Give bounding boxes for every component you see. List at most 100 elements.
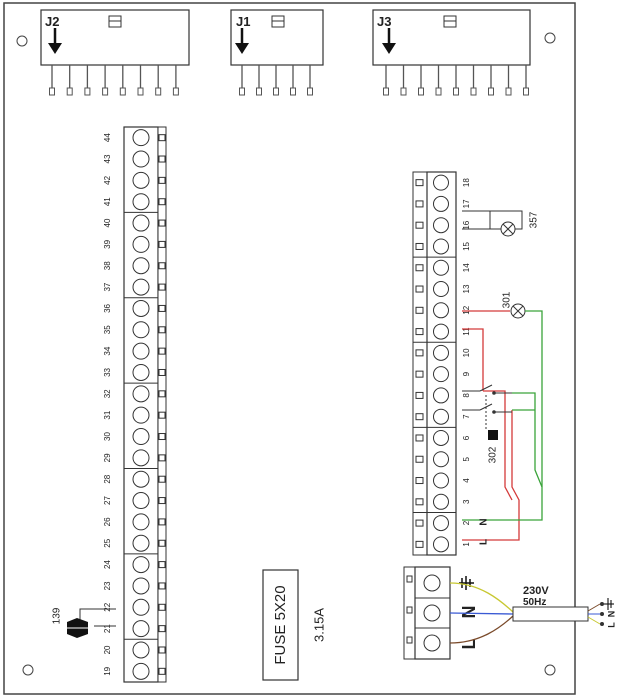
mounting-hole: [22, 664, 34, 676]
connector-pin-tip: [239, 87, 245, 96]
terminal-screw: [132, 342, 150, 360]
terminal-number: 30: [103, 432, 112, 441]
connector-pin-tip: [435, 87, 442, 96]
terminal-slot: [158, 283, 166, 291]
sensor-label: 139: [52, 607, 63, 624]
terminal-screw: [433, 281, 449, 298]
terminal-screw: [132, 171, 150, 189]
terminal-screw: [132, 299, 150, 317]
terminal-screw: [132, 662, 150, 680]
terminal-number: 19: [103, 666, 112, 675]
terminal-slot: [415, 179, 424, 187]
connector-pin-tip: [488, 87, 494, 96]
connector-pin-tip: [383, 87, 389, 96]
terminal-slot: [415, 477, 424, 485]
terminal-slot: [158, 326, 166, 334]
terminal-screw: [433, 429, 449, 446]
terminal-number: 35: [103, 325, 112, 334]
terminal-number: 8: [462, 393, 471, 398]
terminal-slot: [158, 518, 166, 526]
terminal-screw: [433, 408, 449, 425]
terminal-slot: [415, 328, 424, 336]
connector-pin-tip: [84, 87, 91, 96]
connector-label: J3: [377, 14, 391, 29]
terminal-number: 41: [103, 197, 112, 206]
connector-pin-tip: [273, 87, 279, 96]
connector-pin-tip: [470, 87, 477, 96]
cable-n-label: N: [606, 611, 616, 618]
connector-pin-tip: [307, 87, 313, 96]
lamp-301-label: 301: [502, 291, 513, 308]
terminal-screw: [132, 513, 150, 531]
terminal-slot: [158, 646, 166, 654]
connector-pin-tip: [155, 87, 162, 96]
terminal-slot: [158, 390, 166, 398]
power-n-symbol: N: [459, 606, 479, 619]
connector-pin-tip: [453, 87, 459, 96]
terminal-slot: [158, 539, 166, 547]
connector-pin-tip: [49, 87, 55, 96]
terminal-slot: [415, 306, 424, 314]
terminal-number: 13: [462, 284, 471, 293]
terminal-screw: [132, 470, 150, 488]
terminal-slot: [415, 285, 424, 293]
terminal-slot: [158, 582, 166, 590]
mounting-hole: [544, 664, 556, 676]
terminal-screw: [132, 235, 150, 253]
label-n: N: [479, 518, 490, 525]
terminal-screw: [132, 129, 150, 147]
terminal-slot: [158, 240, 166, 248]
connector-pin-tip: [66, 87, 73, 96]
terminal-screw: [433, 174, 449, 191]
terminal-slot: [158, 454, 166, 462]
terminal-screw: [433, 302, 449, 319]
terminal-number: 15: [462, 241, 471, 250]
terminal-slot: [415, 391, 424, 399]
connector-pins: [49, 65, 179, 96]
terminal-screw: [132, 598, 150, 616]
terminal-screw: [132, 406, 150, 424]
terminal-number: 20: [103, 645, 112, 654]
terminal-screw: [433, 259, 449, 276]
terminal-number: 43: [103, 154, 112, 163]
terminal-number: 27: [103, 496, 112, 505]
terminal-screw: [132, 385, 150, 403]
terminal-screw: [433, 387, 449, 404]
terminal-screw: [132, 363, 150, 381]
terminal-screw: [132, 641, 150, 659]
terminal-screw: [132, 321, 150, 339]
connector-j1: J1: [230, 9, 324, 96]
terminal-number: 6: [462, 435, 471, 440]
terminal-slot: [158, 433, 166, 441]
terminal-slot: [415, 349, 424, 357]
terminal-number: 40: [103, 218, 112, 227]
cable-l-label: L: [606, 622, 616, 628]
terminal-screw: [132, 278, 150, 296]
connector-pin-tip: [523, 87, 529, 96]
connector-pin-tip: [400, 87, 407, 96]
terminal-slot: [415, 519, 424, 527]
terminal-screw: [433, 515, 449, 532]
lamp-357: 357: [462, 210, 540, 237]
green-wire: [462, 392, 543, 521]
power-frequency: 50Hz: [523, 597, 546, 608]
connector-pin-tip: [418, 87, 424, 96]
terminal-number: 4: [462, 478, 471, 483]
terminal-slot: [158, 198, 166, 206]
fuse-label: FUSE 5X20: [272, 585, 289, 664]
terminal-number: 26: [103, 517, 112, 526]
terminal-screw: [132, 556, 150, 574]
connector-j2: J2: [40, 9, 190, 96]
connector-pin-tip: [505, 87, 512, 96]
terminal-screw: [433, 493, 449, 510]
terminal-number: 31: [103, 410, 112, 419]
terminal-screw: [132, 257, 150, 275]
terminal-screw: [433, 323, 449, 340]
terminal-screw: [132, 428, 150, 446]
sensor-139: 139: [52, 607, 116, 638]
terminal-screw: [132, 214, 150, 232]
terminal-slot: [158, 625, 166, 633]
terminal-number: 25: [103, 538, 112, 547]
